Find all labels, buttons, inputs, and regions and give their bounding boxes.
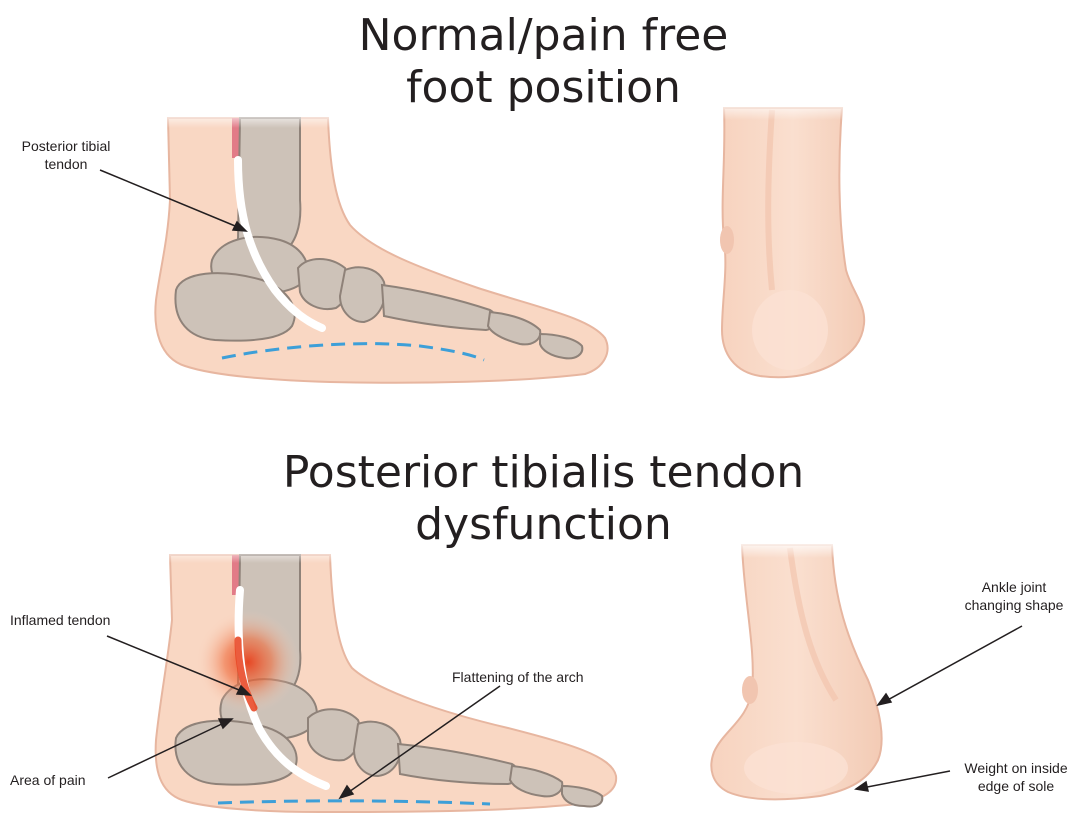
arrow-ankle-joint <box>884 626 1022 702</box>
dysfunction-rear-ankle-bump <box>742 676 758 704</box>
label-ankle-joint-line-2: changing shape <box>946 596 1082 614</box>
normal-rear-ankle-bump <box>720 226 734 254</box>
label-inflamed-tendon: Inflamed tendon <box>10 611 110 629</box>
normal-foot-rear-view <box>715 100 864 377</box>
normal-cuneiform-bone <box>340 267 385 322</box>
label-inflamed-tendon-text: Inflamed tendon <box>10 611 110 629</box>
arrow-weight-on-inside <box>862 771 950 788</box>
dysfunction-navicular-bone <box>308 709 360 760</box>
label-weight-on-inside-line-1: Weight on inside <box>948 759 1084 777</box>
label-ankle-joint: Ankle joint changing shape <box>946 578 1082 614</box>
normal-foot-side-view <box>150 110 608 383</box>
label-posterior-tibial-tendon-line-1: Posterior tibial <box>4 137 128 155</box>
normal-rear-heel <box>752 290 828 370</box>
label-area-of-pain: Area of pain <box>10 771 86 789</box>
label-ankle-joint-line-1: Ankle joint <box>946 578 1082 596</box>
label-weight-on-inside-line-2: edge of sole <box>948 777 1084 795</box>
label-posterior-tibial-tendon: Posterior tibial tendon <box>4 137 128 173</box>
label-posterior-tibial-tendon-line-2: tendon <box>4 155 128 173</box>
dysfunction-cuneiform-bone <box>354 722 401 776</box>
label-flattening-of-arch-text: Flattening of the arch <box>452 668 584 686</box>
label-area-of-pain-text: Area of pain <box>10 771 86 789</box>
normal-rear-achilles <box>768 110 772 290</box>
label-weight-on-inside: Weight on inside edge of sole <box>948 759 1084 795</box>
dysfunction-foot-rear-view <box>711 540 881 799</box>
label-flattening-of-arch: Flattening of the arch <box>452 668 584 686</box>
arrowhead-ankle-joint <box>878 694 891 705</box>
dysfunction-rear-heel <box>744 742 848 794</box>
